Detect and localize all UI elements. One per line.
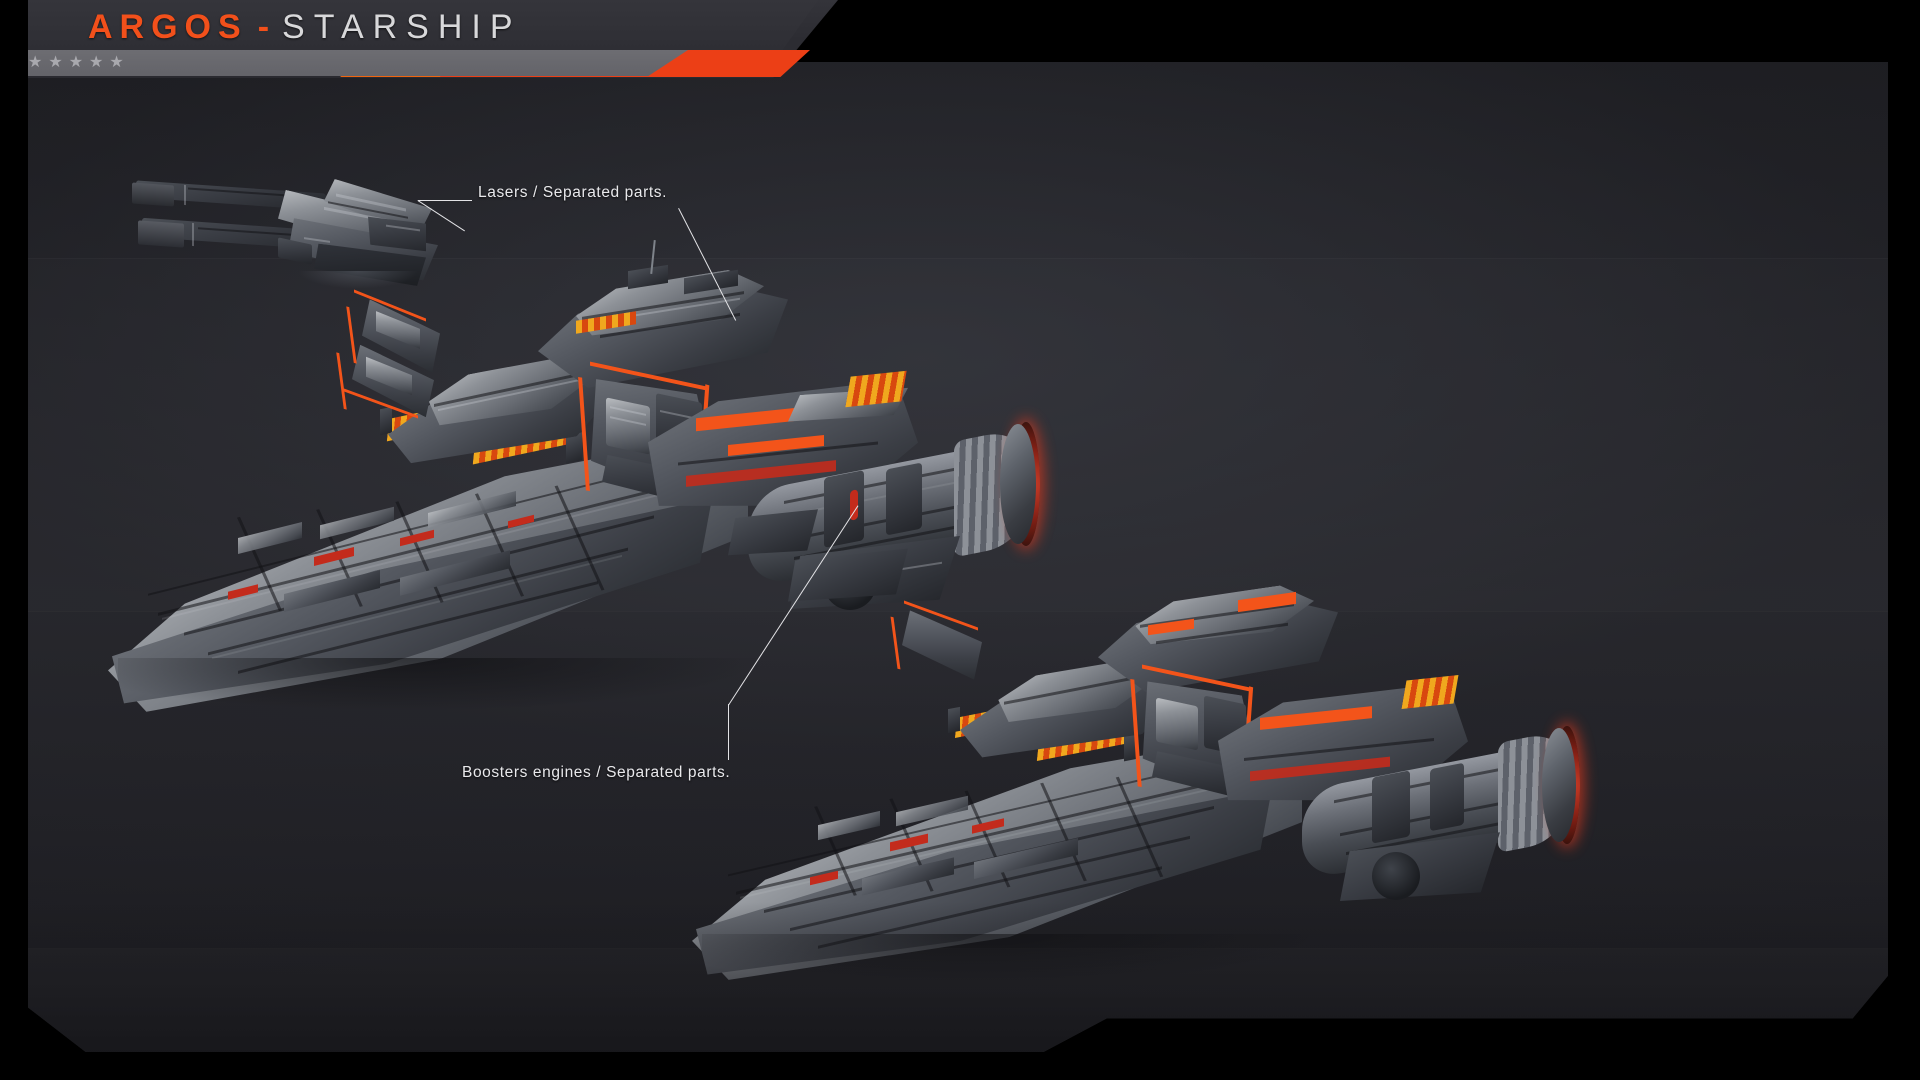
annotation-lasers-leader-left-tick — [418, 200, 472, 202]
annotation-boosters-leader-stem — [728, 704, 730, 760]
title-badge-top — [28, 0, 818, 50]
rating-star-2: ★ — [48, 54, 63, 71]
laser-turret-detached — [128, 167, 448, 297]
booster-pod-left — [336, 289, 458, 418]
title-primary: ARGOS — [88, 7, 248, 46]
title-secondary: STARSHIP — [282, 7, 522, 46]
engine-nacelle-secondary — [1284, 668, 1614, 918]
rating-stars: ★ ★ ★ ★ ★ — [28, 51, 124, 75]
page-title: ARGOS - STARSHIP — [88, 4, 522, 50]
rating-star-3: ★ — [68, 54, 84, 71]
rating-bar — [28, 50, 688, 76]
starship-primary — [88, 239, 1328, 722]
title-separator: - — [257, 7, 277, 46]
content-panel: Lasers / Separated parts. Boosters engin… — [28, 62, 1888, 1052]
rating-star-4: ★ — [89, 54, 104, 71]
rating-star-1: ★ — [28, 54, 43, 71]
rating-star-5: ★ — [109, 54, 124, 71]
render-scene — [28, 62, 1888, 1052]
annotation-boosters-label: Boosters engines / Separated parts. — [462, 764, 731, 781]
starship-secondary — [678, 582, 1858, 1002]
annotation-lasers-label: Lasers / Separated parts. — [478, 184, 668, 201]
